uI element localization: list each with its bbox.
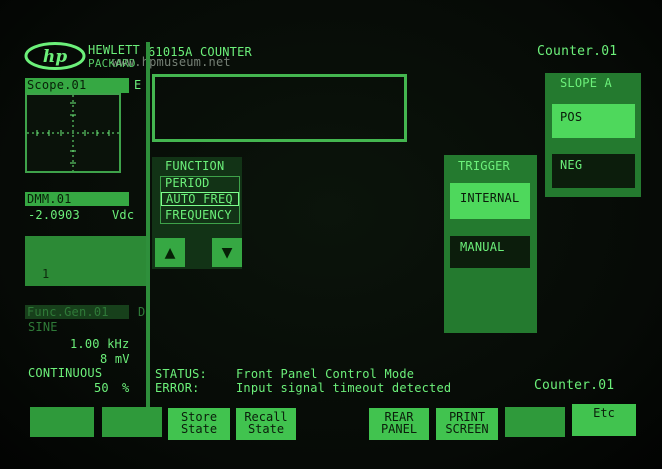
scope-display[interactable] <box>25 93 121 173</box>
trigger-internal-button[interactable]: INTERNAL <box>450 183 530 219</box>
fgen-amp: 8 mV <box>100 352 130 366</box>
empty-instrument-slot[interactable] <box>25 236 146 286</box>
status-text: Front Panel Control Mode <box>236 367 415 381</box>
recall-state-button[interactable]: Recall State <box>236 408 296 440</box>
scope-suffix: E <box>134 78 142 92</box>
scope-crosshair-icon <box>27 95 119 171</box>
instrument-title: 61015A COUNTER <box>148 45 252 59</box>
store-state-button[interactable]: Store State <box>168 408 230 440</box>
up-arrow-icon: ▲ <box>164 242 176 263</box>
softkey-1[interactable] <box>30 407 94 437</box>
function-item-frequency[interactable]: FREQUENCY <box>165 208 232 222</box>
fgen-label[interactable]: Func.Gen.01 <box>25 305 129 319</box>
fgen-wave: SINE <box>28 320 58 334</box>
sidebar-divider <box>146 42 150 410</box>
error-label: ERROR: <box>155 381 200 395</box>
svg-text:hp: hp <box>43 47 67 67</box>
function-item-auto-freq[interactable]: AUTO FREQ <box>161 192 239 206</box>
softkey-2[interactable] <box>102 407 162 437</box>
trigger-title: TRIGGER <box>458 159 510 173</box>
rear-panel-line1: REAR <box>384 410 414 424</box>
status-window-title: Counter.01 <box>534 378 615 393</box>
recall-state-line2: State <box>247 422 285 436</box>
rear-panel-button[interactable]: REAR PANEL <box>369 408 429 440</box>
scroll-down-button[interactable]: ▼ <box>212 238 242 267</box>
hp-logo: hp <box>24 42 86 70</box>
fgen-mode: CONTINUOUS <box>28 366 103 380</box>
etc-button[interactable]: Etc <box>572 404 636 436</box>
fgen-suffix: D <box>138 305 146 319</box>
watermark: www.hpmuseum.net <box>112 55 231 69</box>
trigger-manual-button[interactable]: MANUAL <box>450 236 530 268</box>
function-title: FUNCTION <box>165 159 225 173</box>
scope-label[interactable]: Scope.01 <box>25 78 129 93</box>
rear-panel-line2: PANEL <box>380 422 418 436</box>
dmm-value: -2.0903 <box>28 208 80 222</box>
fgen-freq: 1.00 kHz <box>70 337 130 351</box>
scroll-up-button[interactable]: ▲ <box>155 238 185 267</box>
function-item-period[interactable]: PERIOD <box>165 176 210 190</box>
error-text: Input signal timeout detected <box>236 381 452 395</box>
recall-state-line1: Recall <box>244 410 288 424</box>
function-list <box>160 176 240 224</box>
store-state-line2: State <box>180 422 218 436</box>
brand-line1: HEWLETT <box>88 43 140 57</box>
slope-neg-button[interactable]: NEG <box>552 154 635 188</box>
print-screen-line1: PRINT <box>448 410 486 424</box>
window-title: Counter.01 <box>537 44 618 59</box>
counter-readout-display <box>152 74 407 142</box>
brand-line2: PACKARD <box>88 57 136 70</box>
fgen-duty-value: 50 <box>94 381 109 395</box>
dmm-unit: Vdc <box>112 208 135 222</box>
slot-marker: 1 <box>42 267 50 281</box>
slope-title: SLOPE A <box>560 76 612 90</box>
slope-pos-button[interactable]: POS <box>552 104 635 138</box>
etc-line1: Etc <box>593 406 615 420</box>
status-label: STATUS: <box>155 367 207 381</box>
dmm-label[interactable]: DMM.01 <box>25 192 129 206</box>
softkey-7[interactable] <box>505 407 565 437</box>
print-screen-button[interactable]: PRINT SCREEN <box>436 408 498 440</box>
fgen-duty-unit: % <box>122 381 130 395</box>
store-state-line1: Store <box>180 410 218 424</box>
print-screen-line2: SCREEN <box>445 422 489 436</box>
down-arrow-icon: ▼ <box>221 242 233 263</box>
